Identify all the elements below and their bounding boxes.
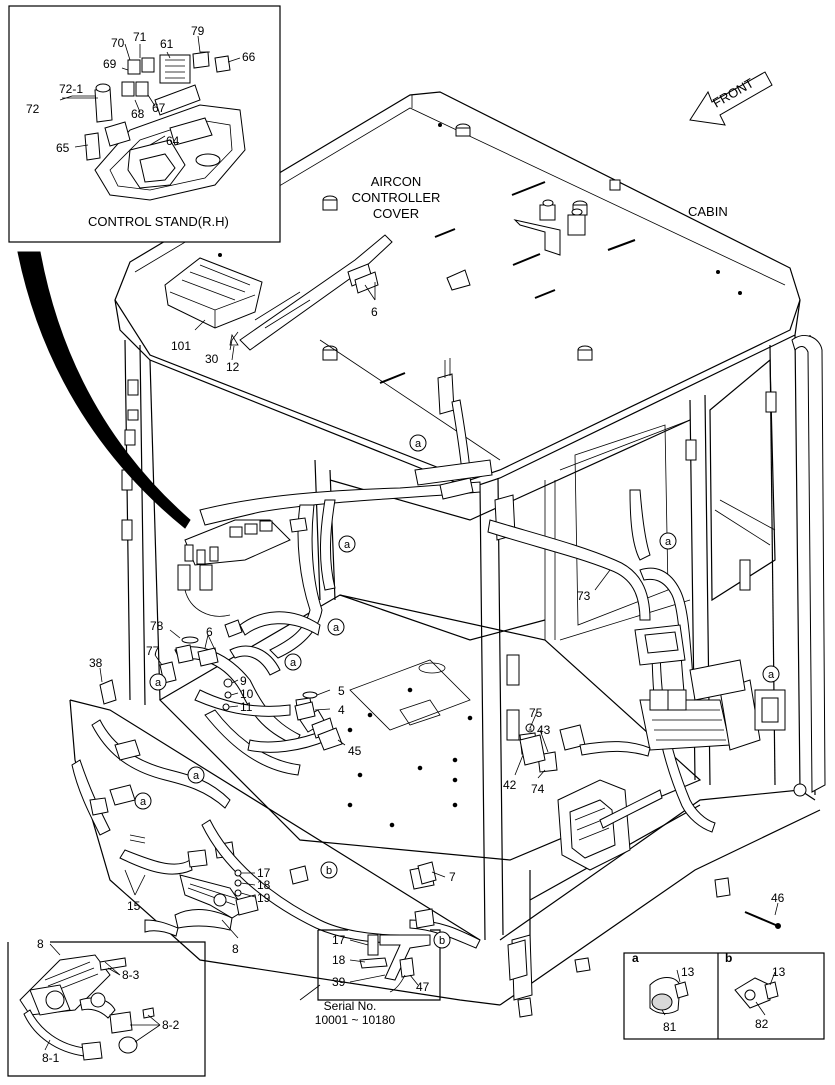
- label-65: 65: [56, 141, 70, 155]
- label-78: 78: [150, 619, 164, 633]
- control-stand-inset: [8, 5, 281, 243]
- label-71: 71: [133, 30, 147, 44]
- serial-caption-line-1: Serial No.: [324, 999, 377, 1013]
- label-74: 74: [531, 782, 545, 796]
- label-64: 64: [166, 134, 180, 148]
- inset-label-b: b: [725, 951, 732, 965]
- label-38: 38: [89, 656, 103, 670]
- label-72: 72: [26, 102, 40, 116]
- label-81: 81: [663, 1020, 677, 1034]
- label-18: 18: [257, 878, 271, 892]
- label-18-serial: 18: [332, 953, 346, 967]
- label-70: 70: [111, 36, 125, 50]
- detail-insets: [623, 952, 825, 1040]
- label-73: 73: [577, 589, 591, 603]
- label-15: 15: [127, 899, 141, 913]
- callout-b: b: [326, 865, 332, 877]
- pointer-arrow: [17, 251, 191, 529]
- callout-a: a: [290, 657, 297, 669]
- label-30: 30: [205, 352, 219, 366]
- label-45: 45: [348, 744, 362, 758]
- cabin-frame: [69, 334, 826, 1018]
- label-6-roof: 6: [371, 305, 378, 319]
- label-42: 42: [503, 778, 517, 792]
- front-arrow: [689, 71, 773, 126]
- label-12: 12: [226, 360, 240, 374]
- label-39: 39: [332, 975, 346, 989]
- control-stand-caption: CONTROL STAND(R.H): [88, 214, 229, 229]
- callout-markers: [134, 434, 780, 949]
- label-8: 8: [232, 942, 239, 956]
- callout-a: a: [665, 536, 672, 548]
- part-labels: 70 71 61 79 66 69 72-1 72 68 67 64 65 6 …: [26, 24, 786, 1065]
- label-19: 19: [257, 891, 271, 905]
- leader-lines: [44, 35, 779, 1051]
- callout-a: a: [768, 669, 775, 681]
- aircon-caption-line-1: AIRCON: [371, 174, 422, 189]
- label-46: 46: [771, 891, 785, 905]
- label-43: 43: [537, 723, 551, 737]
- label-69: 69: [103, 57, 117, 71]
- label-82: 82: [755, 1017, 769, 1031]
- aircon-caption-line-3: COVER: [373, 206, 419, 221]
- inset-label-a: a: [632, 951, 639, 965]
- callout-a: a: [155, 677, 162, 689]
- cabin-caption: CABIN: [688, 204, 728, 219]
- aircon-caption-line-2: CONTROLLER: [352, 190, 441, 205]
- label-47: 47: [416, 980, 430, 994]
- serial-inset: [299, 929, 441, 1001]
- label-77: 77: [146, 644, 160, 658]
- label-75: 75: [529, 706, 543, 720]
- label-5: 5: [338, 684, 345, 698]
- label-17-serial: 17: [332, 933, 346, 947]
- callout-letters: a a a a a a a a a a b b: [140, 438, 775, 947]
- captions: AIRCON CONTROLLER COVER CABIN FRONT CONT…: [88, 75, 756, 1027]
- callout-a: a: [415, 438, 422, 450]
- label-68: 68: [131, 107, 145, 121]
- label-8-1: 8-1: [42, 1051, 60, 1065]
- pedal-inset: [7, 941, 206, 1077]
- label-8-2: 8-2: [162, 1018, 180, 1032]
- callout-a: a: [193, 770, 200, 782]
- serial-caption-line-2: 10001 ~ 10180: [315, 1013, 396, 1027]
- label-66: 66: [242, 50, 256, 64]
- cabin-roof: [114, 91, 801, 489]
- label-7: 7: [449, 870, 456, 884]
- label-8-inset: 8: [37, 937, 44, 951]
- label-8-3: 8-3: [122, 968, 140, 982]
- label-9: 9: [240, 674, 247, 688]
- callout-b: b: [439, 935, 445, 947]
- label-67: 67: [152, 101, 166, 115]
- label-79: 79: [191, 24, 205, 38]
- callout-a: a: [344, 539, 351, 551]
- label-17: 17: [257, 866, 271, 880]
- label-6-mid: 6: [206, 625, 213, 639]
- callout-a: a: [528, 727, 532, 733]
- callout-a: a: [140, 796, 147, 808]
- label-72-1: 72-1: [59, 82, 83, 96]
- label-13-b: 13: [772, 965, 786, 979]
- label-10: 10: [240, 687, 254, 701]
- label-4: 4: [338, 703, 345, 717]
- callout-a: a: [333, 622, 340, 634]
- label-101: 101: [171, 339, 191, 353]
- wire-harness: [71, 333, 786, 949]
- label-61: 61: [160, 37, 174, 51]
- label-11: 11: [240, 700, 253, 714]
- label-13-a: 13: [681, 965, 695, 979]
